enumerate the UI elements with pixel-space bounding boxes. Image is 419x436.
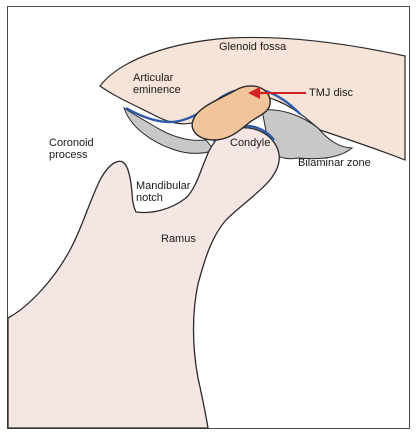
label-mandibular-notch-line1: Mandibular <box>136 180 190 192</box>
label-coronoid-process-line2: process <box>49 149 88 161</box>
mandible <box>8 128 279 428</box>
label-ramus: Ramus <box>161 233 196 245</box>
label-articular-eminence-line2: eminence <box>133 84 181 96</box>
label-mandibular-notch-line2: notch <box>136 192 163 204</box>
label-bilaminar-zone: Bilaminar zone <box>298 157 371 169</box>
label-tmj-disc: TMJ disc <box>309 87 353 99</box>
label-condyle: Condyle <box>230 137 270 149</box>
label-articular-eminence-line1: Articular <box>133 72 173 84</box>
label-glenoid-fossa: Glenoid fossa <box>219 41 286 53</box>
label-coronoid-process-line1: Coronoid <box>49 137 94 149</box>
